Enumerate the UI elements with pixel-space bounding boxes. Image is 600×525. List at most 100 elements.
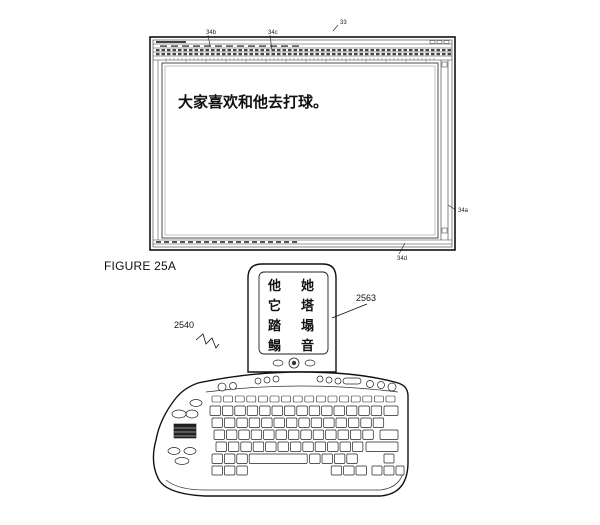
function-key[interactable] bbox=[362, 395, 373, 403]
key[interactable] bbox=[226, 429, 238, 440]
key[interactable] bbox=[288, 429, 300, 440]
menu-item[interactable] bbox=[204, 45, 211, 47]
toolbar-button-icon[interactable] bbox=[277, 53, 281, 56]
toolbar-button-icon[interactable] bbox=[332, 53, 336, 56]
key[interactable] bbox=[211, 453, 223, 464]
scroll-up-icon[interactable] bbox=[441, 61, 448, 68]
menu-item[interactable] bbox=[281, 45, 288, 47]
toolbar-button-icon[interactable] bbox=[282, 49, 287, 52]
arrow-up-key[interactable] bbox=[383, 453, 395, 464]
toolbar-button-icon[interactable] bbox=[326, 53, 331, 56]
toolbar-button-icon[interactable] bbox=[200, 49, 204, 52]
toolbar-button-icon[interactable] bbox=[442, 53, 446, 56]
toolbar-button-icon[interactable] bbox=[233, 49, 237, 52]
toolbar-button-icon[interactable] bbox=[304, 49, 309, 52]
toolbar-button-icon[interactable] bbox=[183, 49, 188, 52]
menu-item[interactable] bbox=[248, 45, 255, 47]
toolbar-button-icon[interactable] bbox=[255, 49, 259, 52]
key[interactable] bbox=[259, 405, 271, 416]
key[interactable] bbox=[362, 429, 374, 440]
key[interactable] bbox=[339, 441, 351, 452]
key[interactable] bbox=[271, 405, 283, 416]
toolbar-button-icon[interactable] bbox=[260, 53, 265, 56]
toolbar-button-icon[interactable] bbox=[337, 53, 342, 56]
function-key[interactable] bbox=[385, 395, 396, 403]
function-key[interactable] bbox=[374, 395, 384, 403]
key[interactable] bbox=[290, 441, 302, 452]
candidate-character[interactable]: 踏 bbox=[268, 318, 282, 334]
key[interactable] bbox=[209, 405, 221, 416]
toolbar-button-icon[interactable] bbox=[271, 49, 276, 52]
toolbar-button-icon[interactable] bbox=[403, 53, 408, 56]
key[interactable] bbox=[309, 453, 321, 464]
toolbar-button-icon[interactable] bbox=[365, 53, 369, 56]
toolbar-button-icon[interactable] bbox=[431, 49, 435, 52]
toolbar-button-icon[interactable] bbox=[178, 49, 182, 52]
key[interactable] bbox=[236, 417, 248, 428]
function-key[interactable] bbox=[327, 395, 338, 403]
toolbar-button-icon[interactable] bbox=[222, 49, 226, 52]
toolbar-button-icon[interactable] bbox=[266, 49, 270, 52]
arrow-right-key[interactable] bbox=[395, 465, 405, 476]
key[interactable] bbox=[252, 441, 265, 452]
toolbar-button-icon[interactable] bbox=[359, 53, 364, 56]
key[interactable] bbox=[370, 405, 383, 416]
arrow-left-key[interactable] bbox=[371, 465, 383, 476]
toolbar-button-icon[interactable] bbox=[227, 49, 232, 52]
key[interactable] bbox=[296, 405, 308, 416]
toolbar-button-icon[interactable] bbox=[337, 49, 342, 52]
key[interactable] bbox=[310, 417, 323, 428]
toolbar-button-icon[interactable] bbox=[304, 53, 309, 56]
media-button-icon[interactable] bbox=[263, 376, 271, 384]
toolbar-button-icon[interactable] bbox=[431, 53, 435, 56]
vertical-scrollbar[interactable] bbox=[440, 60, 449, 240]
left-button-icon[interactable] bbox=[272, 359, 284, 367]
media-button-icon[interactable] bbox=[316, 375, 324, 383]
toolbar-button-icon[interactable] bbox=[409, 49, 413, 52]
toolbar-button-icon[interactable] bbox=[277, 49, 281, 52]
candidate-character[interactable]: 它 bbox=[268, 298, 281, 314]
key[interactable] bbox=[360, 417, 372, 428]
toolbar-button-icon[interactable] bbox=[392, 49, 397, 52]
shift-key[interactable] bbox=[365, 441, 399, 452]
function-key[interactable] bbox=[246, 395, 257, 403]
menu-item[interactable] bbox=[182, 45, 189, 47]
key[interactable] bbox=[323, 417, 335, 428]
toolbar-button-icon[interactable] bbox=[194, 49, 199, 52]
toolbar-button-icon[interactable] bbox=[183, 53, 188, 56]
media-button-icon[interactable] bbox=[377, 381, 385, 389]
function-key[interactable] bbox=[292, 395, 303, 403]
toolbar-button-icon[interactable] bbox=[200, 53, 204, 56]
function-key[interactable] bbox=[350, 395, 361, 403]
enter-key[interactable] bbox=[379, 429, 399, 440]
toolbar-button-icon[interactable] bbox=[387, 53, 391, 56]
toolbar-button-icon[interactable] bbox=[238, 53, 243, 56]
toolbar[interactable] bbox=[156, 49, 452, 56]
toolbar-button-icon[interactable] bbox=[398, 49, 402, 52]
function-key[interactable] bbox=[211, 395, 222, 403]
toolbar-button-icon[interactable] bbox=[249, 53, 254, 56]
toolbar-button-icon[interactable] bbox=[167, 53, 171, 56]
lower-side-button-3-icon[interactable] bbox=[174, 457, 190, 465]
key[interactable] bbox=[358, 405, 370, 416]
media-button-icon[interactable] bbox=[387, 382, 397, 392]
menu-item[interactable] bbox=[215, 45, 222, 47]
toolbar-button-icon[interactable] bbox=[249, 49, 254, 52]
toolbar-button-icon[interactable] bbox=[211, 53, 215, 56]
toolbar-button-icon[interactable] bbox=[447, 49, 452, 52]
maximize-icon[interactable] bbox=[436, 40, 443, 44]
function-key[interactable] bbox=[281, 395, 291, 403]
toolbar-button-icon[interactable] bbox=[310, 49, 314, 52]
menu-item[interactable] bbox=[193, 45, 200, 47]
toolbar-button-icon[interactable] bbox=[227, 53, 232, 56]
media-button-icon[interactable] bbox=[334, 377, 342, 385]
function-key[interactable] bbox=[234, 395, 245, 403]
toolbar-button-icon[interactable] bbox=[370, 53, 375, 56]
function-key[interactable] bbox=[304, 395, 315, 403]
toolbar-button-icon[interactable] bbox=[205, 49, 210, 52]
toolbar-button-icon[interactable] bbox=[216, 53, 221, 56]
scroll-down-icon[interactable] bbox=[441, 227, 448, 234]
key[interactable] bbox=[246, 405, 259, 416]
key[interactable] bbox=[238, 429, 250, 440]
key[interactable] bbox=[372, 417, 385, 428]
